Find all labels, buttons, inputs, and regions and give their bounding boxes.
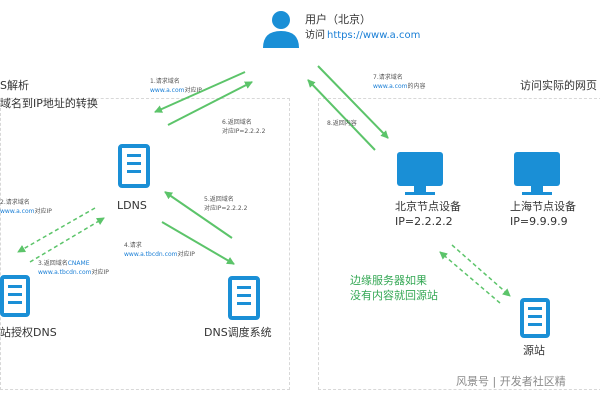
- arrow-origin-fetch: [451, 244, 511, 297]
- left-panel-title: S解析: [0, 79, 29, 92]
- step3-title: 3.返回域名CNAME: [38, 261, 89, 267]
- left-panel-subtitle: 域名到IP地址的转换: [0, 97, 98, 110]
- step2-detail: www.a.com对应IP: [0, 209, 52, 215]
- arrow-origin-return: [439, 251, 501, 304]
- arrow-step8: [307, 79, 376, 151]
- web-access-panel: [318, 98, 600, 390]
- arrow-step4: [161, 221, 235, 265]
- step1-suffix: 对应IP: [184, 87, 202, 94]
- step2-link[interactable]: www.a.com: [0, 208, 35, 215]
- step1-title: 1.请求域名: [150, 78, 180, 85]
- dns-resolution-panel: [0, 98, 290, 390]
- step3-detail: www.a.tbcdn.com对应IP: [38, 270, 109, 276]
- shanghai-monitor-icon: [514, 152, 560, 195]
- user-label: 用户（北京）: [305, 13, 371, 26]
- step7-suffix: 的内容: [407, 83, 426, 90]
- right-panel-title: 访问实际的网页: [520, 79, 597, 92]
- arrow-step1: [154, 71, 246, 113]
- step3-link[interactable]: www.a.tbcdn.com: [38, 269, 92, 276]
- ldns-server-icon: [118, 144, 150, 188]
- beijing-node-ip: IP=2.2.2.2: [395, 215, 453, 228]
- edge-note-line2: 没有内容就回源站: [350, 289, 438, 302]
- step4-link[interactable]: www.a.tbcdn.com: [124, 251, 178, 258]
- step7-detail: www.a.com的内容: [373, 84, 426, 90]
- arrow-step7: [317, 65, 389, 139]
- step2-title: 2.请求域名: [0, 199, 30, 206]
- step4-title: 4.请求: [124, 242, 142, 249]
- origin-label: 源站: [523, 344, 545, 357]
- beijing-node-name: 北京节点设备: [395, 200, 461, 213]
- step4-suffix: 对应IP: [177, 251, 195, 258]
- auth-dns-server-icon: [0, 275, 30, 317]
- dns-scheduler-label: DNS调度系统: [204, 326, 272, 339]
- auth-dns-label: 站授权DNS: [0, 326, 57, 339]
- beijing-monitor-icon: [397, 152, 443, 195]
- watermark: 风景号 | 开发者社区精: [456, 375, 566, 388]
- arrow-step6: [167, 81, 253, 126]
- step6-detail: 对应IP=2.2.2.2: [222, 128, 266, 135]
- step7-title: 7.请求域名: [373, 74, 403, 81]
- step1-detail: www.a.com对应IP: [150, 88, 202, 94]
- arrow-step5: [164, 191, 233, 239]
- step3-cname: CNAME: [67, 260, 90, 267]
- user-icon: [263, 11, 299, 48]
- step8-title: 8.返回内容: [327, 120, 357, 127]
- step1-link[interactable]: www.a.com: [150, 87, 185, 94]
- step4-detail: www.a.tbcdn.com对应IP: [124, 252, 195, 258]
- step5-title: 5.返回域名: [204, 196, 234, 203]
- origin-server-icon: [520, 298, 550, 338]
- step3-suffix: 对应IP: [91, 269, 109, 276]
- step5-detail: 对应IP=2.2.2.2: [204, 205, 248, 212]
- shanghai-node-name: 上海节点设备: [510, 200, 576, 213]
- arrow-step2: [17, 207, 96, 253]
- visit-url[interactable]: https://www.a.com: [327, 30, 421, 41]
- step7-link[interactable]: www.a.com: [373, 83, 408, 90]
- dns-scheduler-server-icon: [228, 276, 260, 320]
- edge-note-line1: 边缘服务器如果: [350, 274, 427, 287]
- arrow-step3: [29, 217, 105, 263]
- shanghai-node-ip: IP=9.9.9.9: [510, 215, 568, 228]
- visit-prefix: 访问: [305, 30, 325, 41]
- step3-label: 3.返回域名: [38, 260, 68, 267]
- step2-suffix: 对应IP: [34, 208, 52, 215]
- step6-title: 6.返回域名: [222, 119, 252, 126]
- ldns-label: LDNS: [117, 199, 147, 212]
